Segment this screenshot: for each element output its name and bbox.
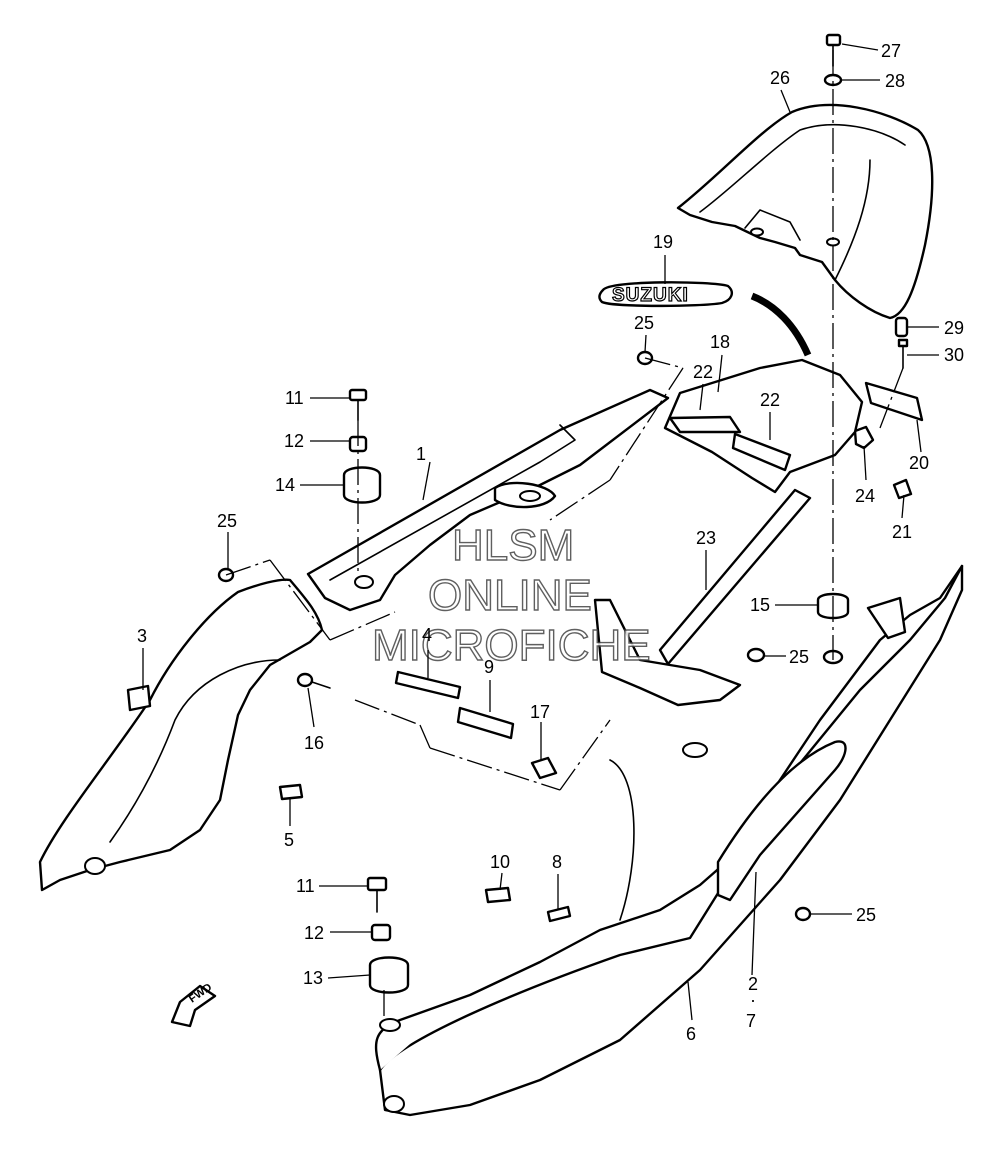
- pad-part-21: [892, 478, 913, 500]
- callout-2: 2: [748, 974, 758, 994]
- emblem-text: SUZUKI: [612, 285, 689, 306]
- callout-16: 16: [304, 733, 324, 753]
- callout-7: 7: [746, 1011, 756, 1031]
- callout-27: 27: [881, 41, 901, 61]
- clip-part-17: [530, 756, 558, 780]
- callout-17: 17: [530, 702, 550, 722]
- callout-2-separator: ·: [750, 990, 756, 1010]
- callout-12-upper: 12: [284, 431, 304, 451]
- callout-8: 8: [552, 852, 562, 872]
- spacer-part-29: [894, 316, 909, 338]
- forward-arrow: FWD: [170, 981, 217, 1028]
- callout-28: 28: [885, 71, 905, 91]
- callout-25-middle: 25: [789, 647, 809, 667]
- callout-1: 1: [416, 444, 426, 464]
- callout-25-left: 25: [217, 511, 237, 531]
- callout-14: 14: [275, 475, 295, 495]
- callout-25-top: 25: [634, 313, 654, 333]
- callout-21: 21: [892, 522, 912, 542]
- callout-9: 9: [484, 657, 494, 677]
- callout-23: 23: [696, 528, 716, 548]
- clip-part-24: [853, 425, 875, 450]
- callout-11-upper: 11: [285, 388, 304, 408]
- trim-arc: [750, 292, 812, 357]
- callout-6: 6: [686, 1024, 696, 1044]
- bolt-part-11b: [366, 876, 388, 913]
- callout-12-lower: 12: [304, 923, 324, 943]
- strip-part-20: [864, 381, 924, 422]
- tab-part-3: [126, 684, 152, 712]
- underside-trim-part-23: [593, 488, 812, 707]
- callout-19: 19: [653, 232, 673, 252]
- callout-26: 26: [770, 68, 790, 88]
- callout-10: 10: [490, 852, 510, 872]
- callout-22-left: 22: [693, 362, 713, 382]
- suzuki-emblem: SUZUKI: [598, 281, 733, 308]
- watermark-line1: HLSM: [452, 521, 574, 570]
- pad-part-10: [484, 886, 512, 904]
- callout-25-lower: 25: [856, 905, 876, 925]
- seat-rail-part-1: [306, 388, 670, 612]
- left-side-panel-part-3: [38, 578, 324, 892]
- callout-3: 3: [137, 626, 147, 646]
- bracket-right-cowl: [866, 596, 907, 640]
- callout-24: 24: [855, 486, 875, 506]
- watermark: HLSM ONLINE MICROFICHE: [371, 520, 651, 670]
- cushion-part-13: [368, 956, 410, 994]
- callout-13: 13: [303, 968, 323, 988]
- tail-centre-part-18: [663, 358, 864, 494]
- callout-30: 30: [944, 345, 964, 365]
- pad-part-5: [278, 783, 304, 801]
- tail-cowl-part-6: [374, 564, 964, 1117]
- strip-part-9: [456, 706, 515, 740]
- callout-18: 18: [710, 332, 730, 352]
- leader-lines: [142, 43, 939, 1021]
- callout-29: 29: [944, 318, 964, 338]
- callout-20: 20: [909, 453, 929, 473]
- screw-part-30: [897, 338, 909, 369]
- callout-15: 15: [750, 595, 770, 615]
- callout-5: 5: [284, 830, 294, 850]
- cushion-part-14: [342, 466, 382, 504]
- watermark-line2: ONLINE: [428, 571, 592, 620]
- strip-part-8: [546, 905, 572, 923]
- collar-part-12b: [370, 923, 392, 942]
- bolt-part-11a: [348, 388, 368, 421]
- rivet-part-25d: [794, 906, 812, 922]
- strip-part-4: [394, 670, 462, 700]
- callout-numbers: 1 2 · 7 3 4 5 6 8 9 10 11 11 12 12 13 14…: [137, 41, 964, 1044]
- callout-4: 4: [422, 625, 432, 645]
- callout-22-right: 22: [760, 390, 780, 410]
- screw-part-16: [296, 672, 331, 689]
- assembly-lines: [225, 50, 904, 1020]
- rivet-part-25c: [746, 647, 766, 663]
- watermark-line3: MICROFICHE: [372, 621, 651, 670]
- callout-11-lower: 11: [296, 876, 315, 896]
